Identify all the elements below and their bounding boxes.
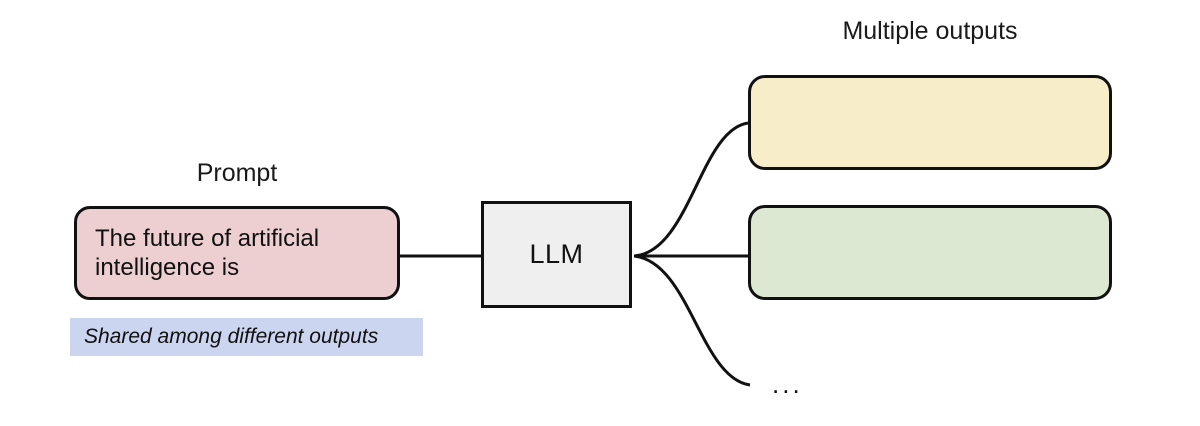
shared-note-text: Shared among different outputs [84, 325, 379, 348]
shared-among-outputs-note: Shared among different outputs [70, 318, 423, 356]
outputs-section-label: Multiple outputs [842, 17, 1018, 45]
connector-llm-to-output-1 [633, 121, 749, 258]
prompt-text: The future of artificial intelligence is [95, 224, 320, 281]
prompt-section-label: Prompt [196, 159, 278, 187]
connector-llm-to-more-outputs [633, 254, 751, 387]
more-outputs-ellipsis: ... [772, 369, 803, 399]
output-box-1[interactable] [748, 75, 1112, 170]
prompt-box[interactable]: The future of artificial intelligence is [74, 206, 400, 300]
llm-box[interactable]: LLM [481, 201, 632, 308]
output-box-2[interactable] [748, 205, 1112, 300]
llm-label: LLM [529, 239, 584, 269]
